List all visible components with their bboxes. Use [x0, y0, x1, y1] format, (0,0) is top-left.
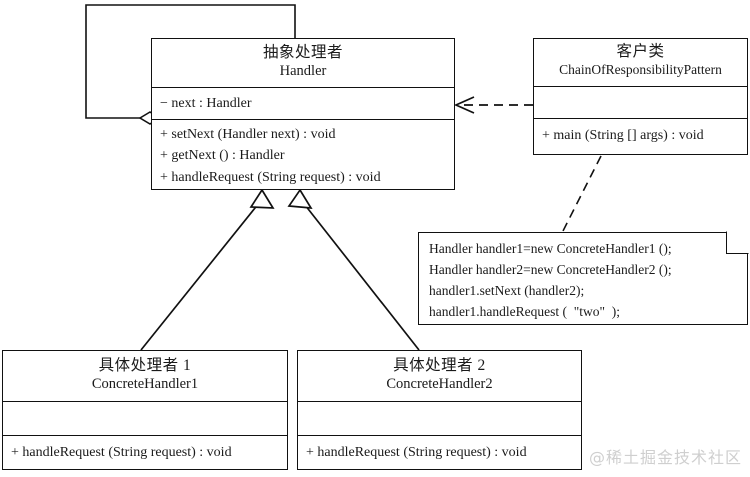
handler-operations-compartment: + setNext (Handler next) : void + getNex…: [152, 119, 454, 191]
watermark-text: @稀土掘金技术社区: [588, 448, 742, 467]
inheritance-arrowhead-1: [249, 188, 275, 209]
handler-operation-handlerequest: + handleRequest (String request) : void: [160, 169, 381, 185]
client-operation-main: + main (String [] args) : void: [542, 128, 704, 143]
class-box-client[interactable]: 客户类 ChainOfResponsibilityPattern + main …: [533, 38, 748, 155]
concrete1-stereotype-cn: 具体处理者 1: [98, 357, 192, 374]
handler-operation-getnext: + getNext () : Handler: [160, 148, 285, 164]
concrete2-operations-compartment: + handleRequest (String request) : void: [298, 435, 581, 471]
concrete2-stereotype-cn: 具体处理者 2: [393, 357, 486, 374]
concrete2-class-name: ConcreteHandler2: [386, 375, 493, 392]
client-attributes-compartment: [534, 86, 747, 118]
generalization-connector-1: [140, 188, 275, 351]
concrete2-title-compartment: 具体处理者 2 ConcreteHandler2: [298, 351, 581, 401]
concrete1-operation-handlerequest: + handleRequest (String request) : void: [11, 445, 232, 460]
handler-stereotype-cn: 抽象处理者: [262, 44, 343, 61]
class-box-concrete-handler-2[interactable]: 具体处理者 2 ConcreteHandler2 + handleRequest…: [297, 350, 582, 470]
handler-title-compartment: 抽象处理者 Handler: [152, 39, 454, 87]
code-note-box[interactable]: Handler handler1=new ConcreteHandler1 ()…: [418, 231, 749, 325]
code-line-3: handler1.setNext (handler2);: [429, 283, 585, 299]
note-anchor-connector: [562, 155, 602, 232]
class-box-concrete-handler-1[interactable]: 具体处理者 1 ConcreteHandler1 + handleRequest…: [2, 350, 288, 470]
code-line-4: handler1.handleRequest ( "two" );: [429, 304, 620, 320]
note-fold-cut-icon: [726, 231, 749, 254]
handler-attributes-compartment: − next : Handler: [152, 87, 454, 119]
code-line-2: Handler handler2=new ConcreteHandler2 ()…: [429, 262, 672, 278]
inheritance-arrowhead-2: [287, 188, 313, 209]
client-stereotype-cn: 客户类: [616, 43, 665, 60]
client-dependency-connector: [453, 96, 533, 114]
concrete1-attributes-compartment: [3, 401, 287, 435]
code-line-1: Handler handler1=new ConcreteHandler1 ()…: [429, 241, 672, 256]
handler-attribute-next: − next : Handler: [160, 96, 252, 111]
generalization-connector-2: [287, 188, 420, 351]
concrete1-operations-compartment: + handleRequest (String request) : void: [3, 435, 287, 471]
concrete1-class-name: ConcreteHandler1: [91, 375, 199, 392]
concrete1-title-compartment: 具体处理者 1 ConcreteHandler1: [3, 351, 287, 401]
concrete2-operation-handlerequest: + handleRequest (String request) : void: [306, 445, 527, 460]
client-title-compartment: 客户类 ChainOfResponsibilityPattern: [534, 39, 747, 86]
concrete2-attributes-compartment: [298, 401, 581, 435]
client-operations-compartment: + main (String [] args) : void: [534, 118, 747, 156]
code-note-body: Handler handler1=new ConcreteHandler1 ()…: [418, 232, 748, 325]
class-box-handler[interactable]: 抽象处理者 Handler − next : Handler + setNext…: [151, 38, 455, 190]
client-class-name: ChainOfResponsibilityPattern: [559, 61, 722, 77]
handler-class-name: Handler: [279, 62, 327, 79]
handler-operation-setnext: + setNext (Handler next) : void: [160, 127, 336, 142]
